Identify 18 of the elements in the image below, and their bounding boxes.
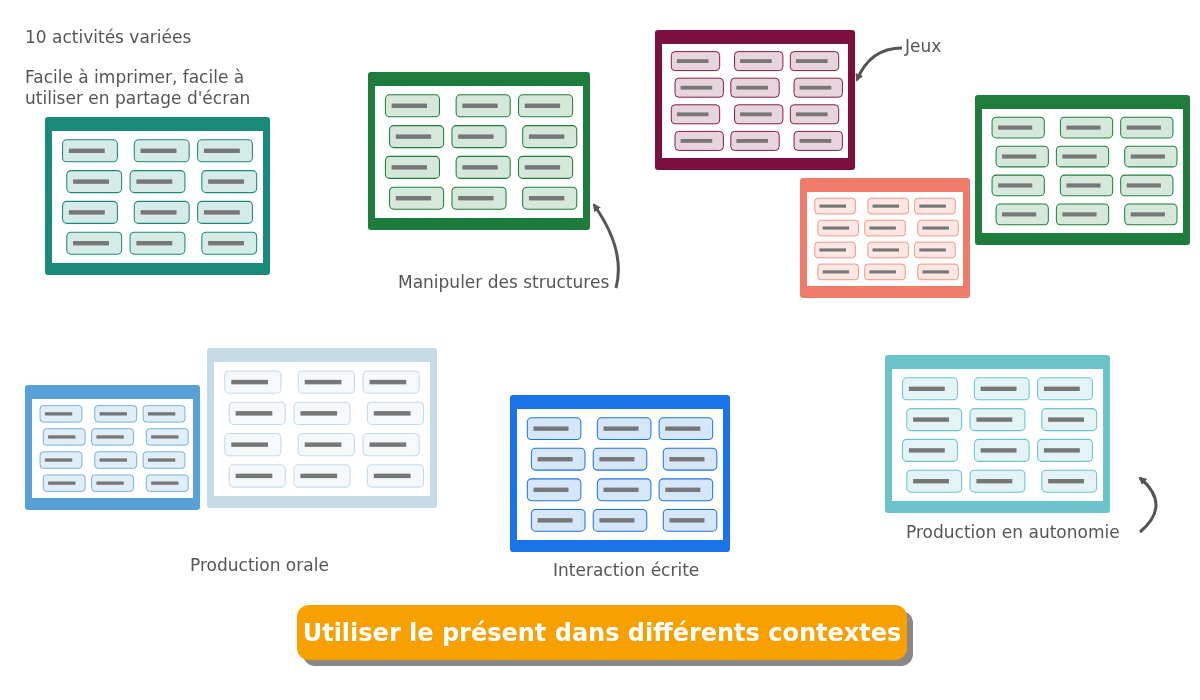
heading-text: 10 activités variées: [25, 27, 192, 47]
worksheet-picture: [368, 72, 590, 230]
worksheet-picture: [45, 117, 270, 275]
curved-arrow: [855, 46, 903, 82]
caption-text: Facile à imprimer, facile à utiliser en partage d'écran: [25, 67, 252, 109]
worksheet-picture: [975, 95, 1190, 245]
curved-arrow: [1138, 476, 1158, 534]
worksheet-picture: [25, 385, 200, 510]
caption-text: Interaction écrite: [553, 560, 700, 580]
caption-text: Production orale: [190, 555, 329, 575]
caption-text: Jeux: [905, 36, 945, 60]
worksheet-picture: [885, 355, 1110, 513]
caption-text: Manipuler des structures: [398, 272, 608, 296]
worksheet-picture: [207, 348, 437, 508]
curved-arrow: [592, 203, 620, 289]
worksheet-picture: [510, 395, 730, 552]
worksheet-picture: [800, 178, 970, 298]
worksheet-picture: [655, 30, 855, 170]
